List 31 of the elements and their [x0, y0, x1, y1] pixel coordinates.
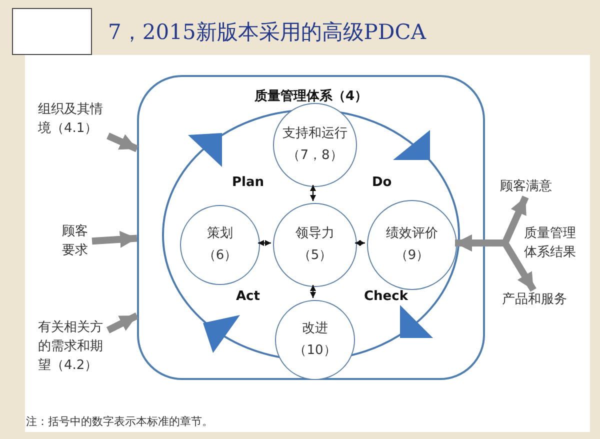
phase-label: Act — [236, 289, 260, 304]
arrow — [106, 132, 138, 152]
output-label: 质量管理体系结果 — [524, 225, 577, 262]
phase-label: Do — [372, 175, 392, 190]
arrow — [258, 240, 271, 246]
chapter-number: （6） — [202, 247, 238, 265]
input-text: 组织及其情境（4.1） — [38, 101, 104, 138]
title: 7，2015新版本采用的高级PDCA — [108, 19, 426, 46]
chapter-number: （10） — [294, 342, 336, 360]
arrow — [92, 230, 138, 248]
system-frame — [137, 75, 485, 380]
phase-label: Check — [364, 289, 408, 304]
arrow — [355, 240, 365, 246]
process-name: 改进 — [302, 320, 328, 338]
arrow — [310, 185, 316, 201]
process-name: 策划 — [207, 225, 233, 243]
process-name: 领导力 — [296, 225, 334, 243]
chapter-number: （7，8） — [287, 147, 343, 165]
input-text: 顾客要求 — [62, 223, 89, 260]
input-text: 产品和服务 — [502, 291, 568, 309]
input-text: 顾客满意 — [500, 178, 553, 196]
chapter-number: （9） — [394, 247, 430, 265]
phase-label: Plan — [232, 175, 264, 190]
footnote: 注：括号中的数字表示本标准的章节。 — [26, 414, 213, 429]
arrow — [310, 285, 316, 298]
frame-heading: 质量管理体系（4） — [253, 88, 369, 105]
process-name: 支持和运行 — [282, 125, 348, 143]
input-text: 有关相关方的需求和期望（4.2） — [38, 319, 104, 375]
chapter-number: （5） — [298, 247, 332, 265]
arrow — [106, 312, 139, 334]
process-name: 绩效评价 — [386, 225, 438, 243]
